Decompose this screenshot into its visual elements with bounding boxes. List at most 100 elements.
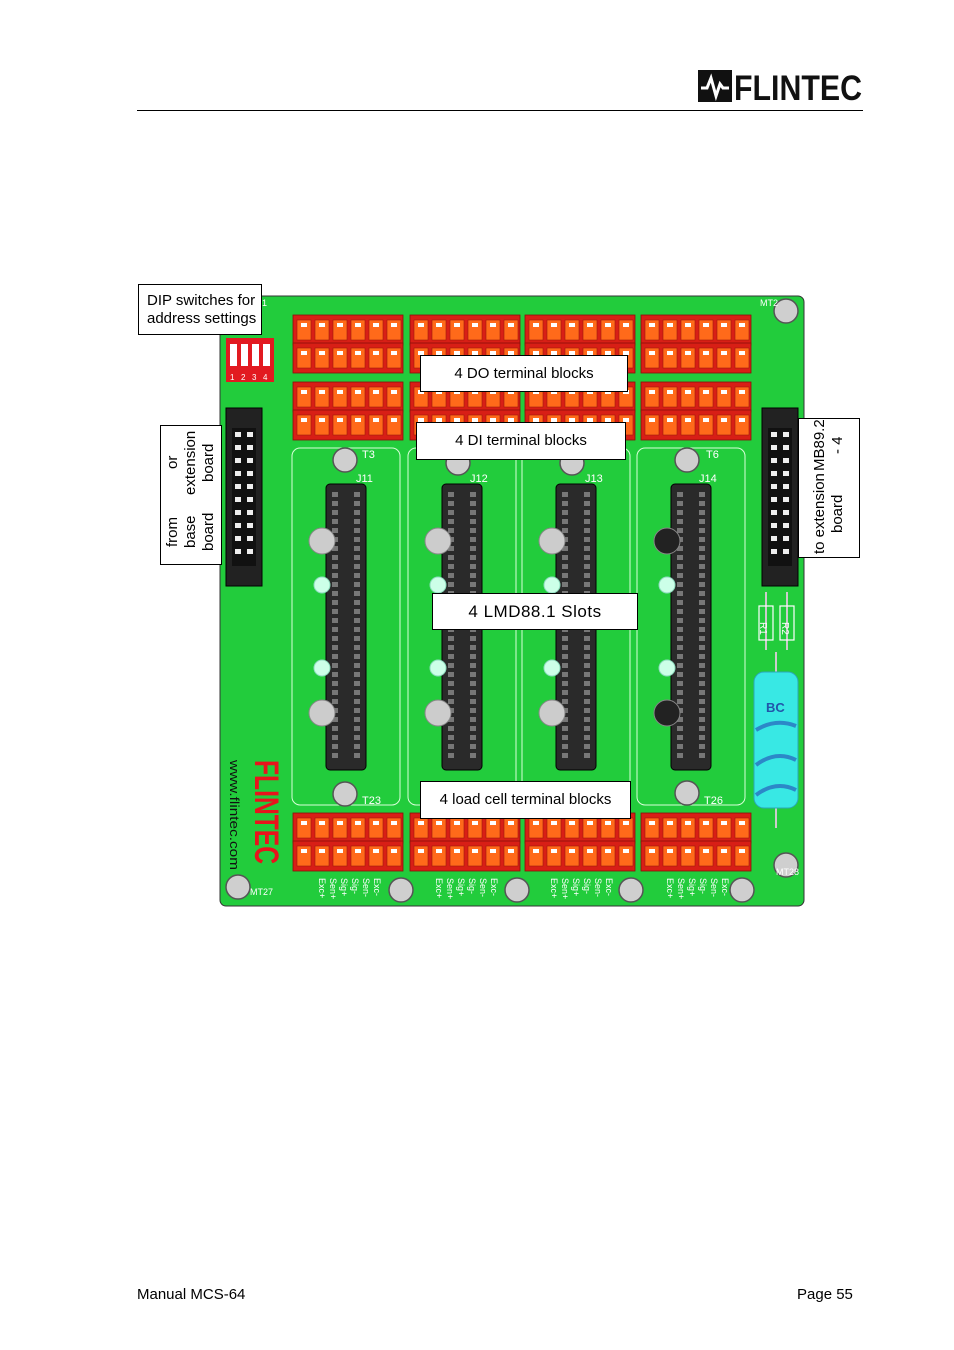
loadcell-row-2-pin-hole xyxy=(391,849,397,853)
connector-pin xyxy=(448,690,454,695)
di-row-1-pin-hole xyxy=(319,390,325,394)
connector-pin xyxy=(470,654,476,659)
do-row-1-pin-hole xyxy=(454,323,460,327)
di-row-2-pin xyxy=(698,414,714,436)
loadcell-row-2-pin xyxy=(413,845,429,867)
connector-pin xyxy=(332,582,338,587)
connector-pin xyxy=(354,492,360,497)
di-row-2-pin-hole xyxy=(623,418,629,422)
header-pin xyxy=(783,484,789,489)
connector-pin xyxy=(584,645,590,650)
connector-pin xyxy=(470,672,476,677)
connector-pin xyxy=(332,735,338,740)
connector-pin xyxy=(448,555,454,560)
connector-pin xyxy=(448,654,454,659)
callout-from-base-board: from base board or extension board xyxy=(160,425,222,565)
mount-standoff xyxy=(332,781,358,807)
loadcell-row-2-pin xyxy=(716,845,732,867)
di-row-1-pin xyxy=(716,386,732,408)
do-row-1-pin-hole xyxy=(301,323,307,327)
connector-pin xyxy=(332,510,338,515)
connector-pin xyxy=(584,654,590,659)
di-row-2-pin xyxy=(680,414,696,436)
loadcell-row-2-pin-hole xyxy=(337,849,343,853)
di-row-1-pin-hole xyxy=(490,390,496,394)
loadcell-row-1-pin-hole xyxy=(685,821,691,825)
do-row-2-pin-hole xyxy=(533,351,539,355)
slot-led xyxy=(429,659,447,677)
loadcell-row-1-pin-hole xyxy=(373,821,379,825)
header-pin xyxy=(235,484,241,489)
do-row-2-pin xyxy=(734,347,750,369)
loadcell-row-2-pin xyxy=(314,845,330,867)
do-row-2-pin-hole xyxy=(391,351,397,355)
connector-pin xyxy=(448,573,454,578)
connector-pin xyxy=(448,564,454,569)
loadcell-row-2-pin-hole xyxy=(454,849,460,853)
do-row-2-pin-hole xyxy=(721,351,727,355)
di-row-2-pin-hole xyxy=(508,418,514,422)
do-row-1-pin xyxy=(368,319,384,341)
connector-pin xyxy=(448,582,454,587)
loadcell-row-2-pin-hole xyxy=(649,849,655,853)
di-row-2-pin-hole xyxy=(454,418,460,422)
connector-pin xyxy=(699,645,705,650)
connector-pin xyxy=(470,564,476,569)
capacitor-stripes xyxy=(754,720,797,797)
connector-pin xyxy=(699,690,705,695)
connector-pin xyxy=(677,555,683,560)
connector-pin xyxy=(699,726,705,731)
slot-led xyxy=(658,576,676,594)
loadcell-row-2-pin-hole xyxy=(319,849,325,853)
connector-pin xyxy=(470,663,476,668)
di-row-1-pin xyxy=(368,386,384,408)
di-row-1-block xyxy=(640,381,752,413)
connector-pin xyxy=(470,510,476,515)
loadcell-row-2-block xyxy=(409,840,521,872)
slot-label-j14: J14 xyxy=(699,473,717,485)
callout-slots-text: 4 LMD88.1 Slots xyxy=(468,601,602,621)
di-row-2-pin-hole xyxy=(649,418,655,422)
terminal-label-t3: T3 xyxy=(362,449,375,461)
connector-pin xyxy=(699,537,705,542)
di-row-2-pin-hole xyxy=(605,418,611,422)
dip-switch-lever xyxy=(230,344,237,366)
connector-pin xyxy=(584,735,590,740)
loadcell-row-1-pin-hole xyxy=(490,821,496,825)
header-pin xyxy=(247,471,253,476)
connector-pin xyxy=(470,555,476,560)
board-side-logo: FLINTEC xyxy=(247,760,285,864)
connector-pin xyxy=(332,492,338,497)
load-cell-pin-label: Exc+ xyxy=(549,878,559,898)
do-row-1-pin xyxy=(734,319,750,341)
connector-pin xyxy=(562,726,568,731)
loadcell-row-2-pin xyxy=(332,845,348,867)
do-row-2-pin-hole xyxy=(301,351,307,355)
connector-pin xyxy=(677,717,683,722)
mount-standoff xyxy=(674,447,700,473)
terminal-label-t26: T26 xyxy=(704,795,723,807)
header-pin xyxy=(783,471,789,476)
connector-pin xyxy=(448,744,454,749)
loadcell-row-2-pin-hole xyxy=(703,849,709,853)
dip-number-1: 1 xyxy=(230,373,235,382)
slot-hole xyxy=(538,699,566,727)
board-figure: 1 MT2 MT27 MT28 T3 T6 T23 T26 J11 J12 J1… xyxy=(130,280,870,920)
dip-switch-lever xyxy=(252,344,259,366)
capacitor-body xyxy=(753,671,799,809)
loadcell-row-2-pin xyxy=(467,845,483,867)
connector-pin xyxy=(470,753,476,758)
do-row-1-pin xyxy=(431,319,447,341)
do-row-1-pin xyxy=(644,319,660,341)
loadcell-row-1-pin-hole xyxy=(301,821,307,825)
do-row-2-pin-hole xyxy=(472,351,478,355)
do-row-2-pin xyxy=(716,347,732,369)
capacitor-label: BC xyxy=(766,700,785,715)
connector-pin xyxy=(677,609,683,614)
resistor-label-r2: R2 xyxy=(779,622,790,635)
loadcell-row-1-pin-hole xyxy=(391,821,397,825)
loadcell-row-2-pin-hole xyxy=(301,849,307,853)
loadcell-row-2-pin-hole xyxy=(490,849,496,853)
do-row-1-pin-hole xyxy=(551,323,557,327)
di-row-1-pin xyxy=(644,386,660,408)
